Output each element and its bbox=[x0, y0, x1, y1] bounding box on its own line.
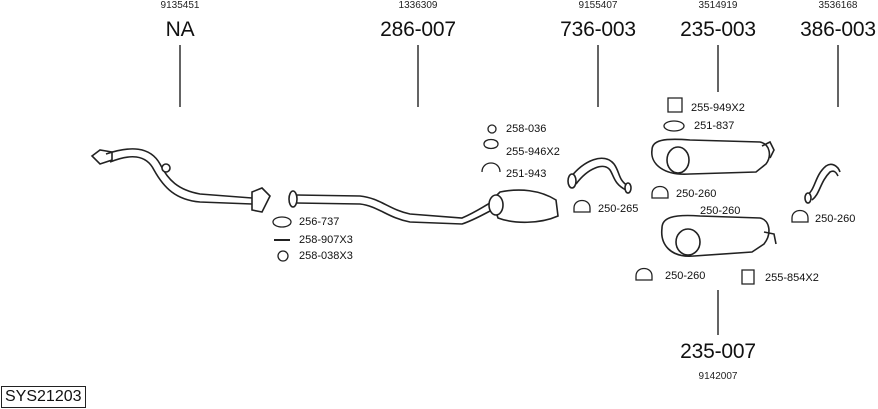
accessory-label[interactable]: 256-737 bbox=[299, 216, 340, 228]
part-number-link[interactable]: NA bbox=[165, 18, 195, 41]
accessory-label[interactable]: 255-854X2 bbox=[765, 272, 819, 284]
accessory-label[interactable]: 255-946X2 bbox=[506, 146, 560, 158]
part-number-link[interactable]: 235-007 bbox=[680, 340, 756, 363]
part-number-link[interactable]: 286-007 bbox=[380, 18, 456, 41]
assembly-ref: 1336309 bbox=[398, 0, 438, 11]
accessory-label[interactable]: 250-260 bbox=[815, 213, 856, 225]
rubber-hanger-icon bbox=[483, 138, 499, 150]
assembly-ref: 9135451 bbox=[160, 0, 200, 11]
part-number-link[interactable]: 736-003 bbox=[560, 18, 636, 41]
system-code-box: SYS21203 bbox=[1, 386, 86, 408]
assembly-ref: 9142007 bbox=[698, 371, 738, 382]
clamp-icon bbox=[651, 185, 669, 199]
middle-pipe-part bbox=[288, 189, 559, 225]
accessory-label[interactable]: 255-949X2 bbox=[691, 102, 745, 114]
assembly-ref: 9155407 bbox=[578, 0, 618, 11]
rear-silencer-235-003-part bbox=[651, 138, 775, 175]
accessory-label[interactable]: 258-907X3 bbox=[299, 234, 353, 246]
tail-pipe-part bbox=[567, 157, 632, 194]
nut-icon bbox=[277, 250, 289, 262]
part-number-link[interactable]: 386-003 bbox=[800, 18, 876, 41]
rubber-hanger-icon bbox=[667, 97, 683, 113]
accessory-label[interactable]: 258-036 bbox=[506, 123, 547, 135]
gasket-icon bbox=[663, 120, 685, 132]
accessory-label[interactable]: 250-260 bbox=[676, 188, 717, 200]
tail-pipe-386-003-part bbox=[804, 163, 841, 204]
front-pipe-part bbox=[90, 148, 271, 213]
rubber-hanger-icon bbox=[741, 269, 755, 285]
gasket-icon bbox=[272, 216, 292, 228]
rubber-mount-icon bbox=[487, 124, 497, 134]
part-number-link[interactable]: 235-003 bbox=[680, 18, 756, 41]
accessory-label[interactable]: 251-943 bbox=[506, 168, 547, 180]
accessory-label[interactable]: 250-260 bbox=[700, 205, 741, 217]
accessory-label[interactable]: 258-038X3 bbox=[299, 250, 353, 262]
assembly-ref: 3536168 bbox=[818, 0, 858, 11]
assembly-ref: 3514919 bbox=[698, 0, 738, 11]
accessory-label[interactable]: 250-260 bbox=[665, 270, 706, 282]
accessory-label[interactable]: 250-265 bbox=[598, 203, 639, 215]
clamp-icon bbox=[481, 162, 501, 173]
clamp-icon bbox=[573, 199, 591, 213]
clamp-icon bbox=[635, 267, 653, 281]
clamp-icon bbox=[791, 209, 809, 223]
accessory-label[interactable]: 251-837 bbox=[694, 120, 735, 132]
rear-silencer-235-007-part bbox=[661, 214, 777, 257]
